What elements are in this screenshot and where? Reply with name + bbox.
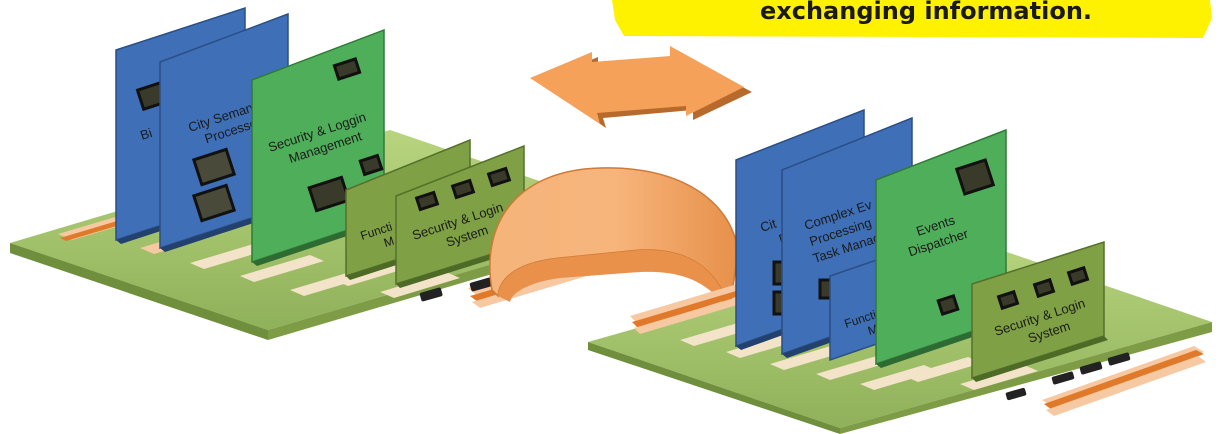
right-card-5: Security & Login System	[971, 240, 1108, 382]
chip-icon	[1079, 361, 1103, 375]
chip-icon	[1005, 387, 1027, 401]
chip-icon	[1051, 371, 1075, 385]
chip-icon	[469, 277, 493, 292]
left-card-1-label: Bi	[138, 125, 154, 143]
chip-icon	[419, 287, 443, 302]
chip-icon	[1107, 352, 1131, 366]
left-board: Bi City Seman Processo Security & Loggin…	[10, 6, 648, 340]
banner-text: exchanging information.	[760, 0, 1092, 25]
right-slots	[630, 282, 1206, 416]
right-board: Cit P Complex Ev Processing Task Manage …	[588, 108, 1212, 434]
double-arrow-icon	[530, 46, 752, 128]
banner-highlight	[612, 0, 1212, 38]
banner: exchanging information.	[612, 0, 1212, 38]
